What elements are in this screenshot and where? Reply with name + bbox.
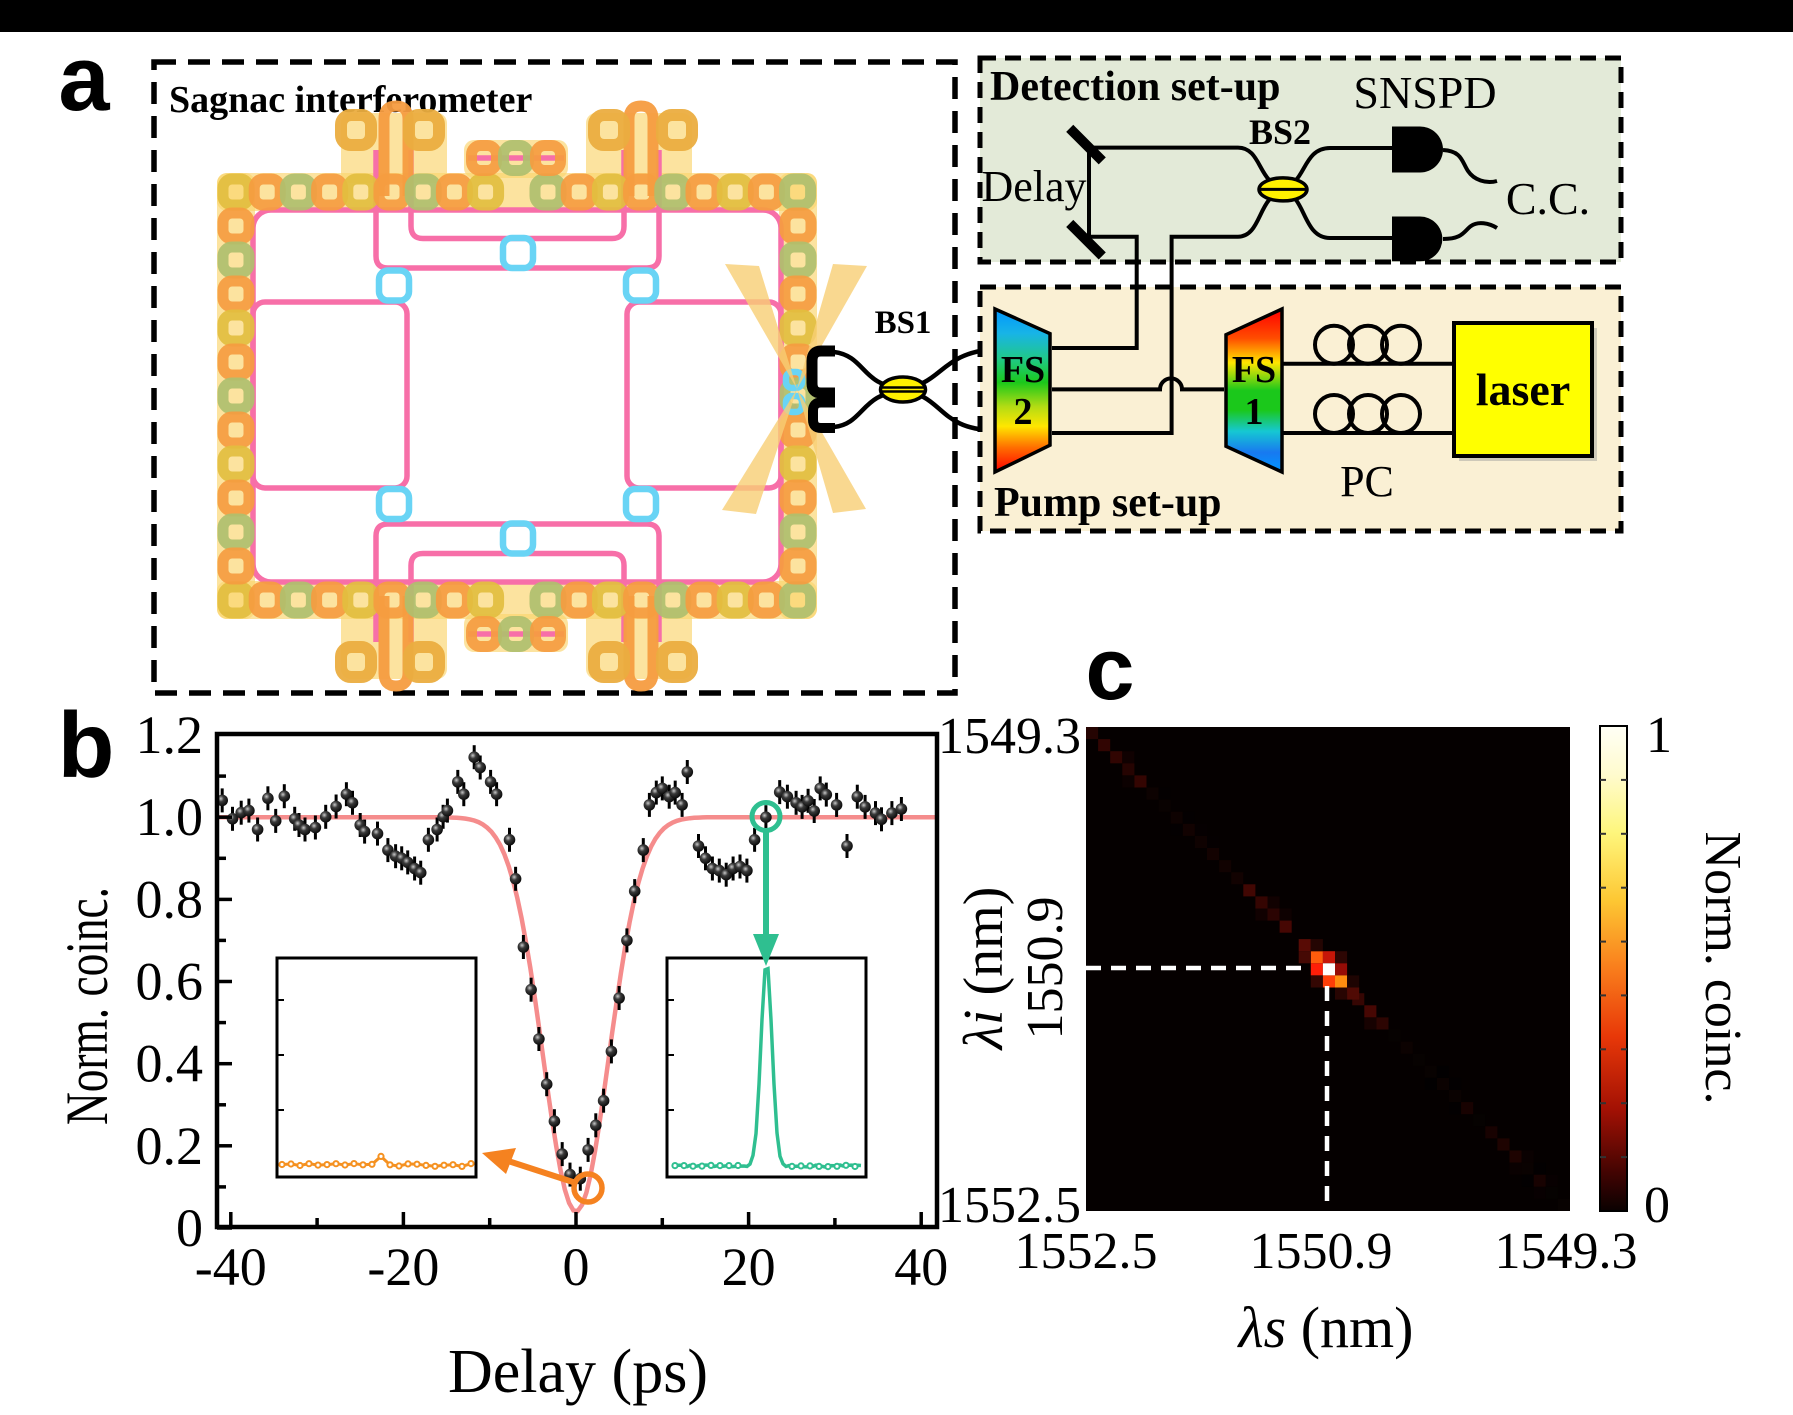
svg-text:PC: PC xyxy=(1340,457,1394,506)
svg-text:a: a xyxy=(58,28,110,130)
svg-text:BS2: BS2 xyxy=(1249,112,1311,152)
svg-text:1549.3: 1549.3 xyxy=(1495,1223,1638,1280)
svg-text:c: c xyxy=(1086,619,1135,718)
svg-text:FS: FS xyxy=(1001,349,1045,391)
svg-text:0: 0 xyxy=(563,1237,590,1297)
svg-text:-20: -20 xyxy=(367,1237,439,1297)
svg-text:0.2: 0.2 xyxy=(136,1116,204,1176)
svg-text:Norm. coinc.: Norm. coinc. xyxy=(1694,832,1751,1105)
svg-text:0: 0 xyxy=(1644,1177,1670,1234)
svg-text:1550.9: 1550.9 xyxy=(1250,1223,1393,1280)
svg-text:1549.3: 1549.3 xyxy=(938,708,1081,765)
svg-text:SNSPD: SNSPD xyxy=(1353,67,1496,118)
svg-text:Delay: Delay xyxy=(981,162,1086,211)
svg-text:1.0: 1.0 xyxy=(136,787,204,847)
svg-text:20: 20 xyxy=(722,1237,776,1297)
svg-text:1552.5: 1552.5 xyxy=(1015,1223,1158,1280)
svg-text:1.2: 1.2 xyxy=(136,705,204,765)
svg-text:0.4: 0.4 xyxy=(136,1034,204,1094)
svg-text:λs (nm): λs (nm) xyxy=(1237,1295,1414,1360)
svg-text:FS: FS xyxy=(1232,349,1276,391)
svg-text:0: 0 xyxy=(176,1198,203,1258)
svg-text:BS1: BS1 xyxy=(875,305,932,341)
svg-text:Pump set-up: Pump set-up xyxy=(994,480,1222,526)
svg-text:1550.9: 1550.9 xyxy=(1017,897,1074,1040)
svg-text:1552.5: 1552.5 xyxy=(938,1177,1081,1234)
svg-text:laser: laser xyxy=(1476,364,1571,415)
svg-text:1: 1 xyxy=(1646,707,1672,764)
svg-text:0.6: 0.6 xyxy=(136,952,204,1012)
svg-text:λi (nm): λi (nm) xyxy=(953,887,1015,1052)
svg-text:-40: -40 xyxy=(195,1237,267,1297)
svg-text:Detection set-up: Detection set-up xyxy=(990,64,1280,110)
svg-text:Norm. coinc.: Norm. coinc. xyxy=(54,887,120,1125)
svg-text:C.C.: C.C. xyxy=(1506,173,1590,224)
svg-text:0.8: 0.8 xyxy=(136,869,204,929)
svg-text:b: b xyxy=(58,693,115,797)
svg-text:40: 40 xyxy=(894,1237,948,1297)
svg-text:Delay (ps): Delay (ps) xyxy=(448,1338,708,1406)
svg-text:1: 1 xyxy=(1245,391,1264,433)
svg-text:2: 2 xyxy=(1014,391,1033,433)
